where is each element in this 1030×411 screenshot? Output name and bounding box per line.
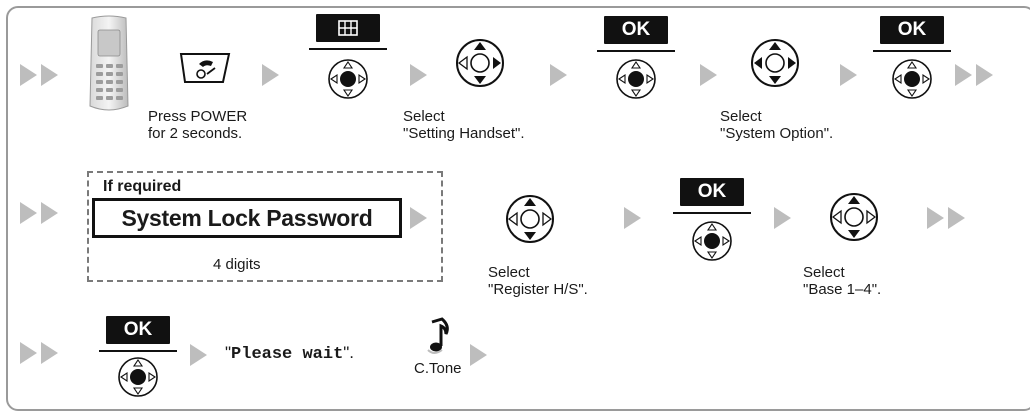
navigator-updown-icon xyxy=(751,39,799,87)
navigator-updown-icon xyxy=(506,195,554,243)
navigator-center-icon xyxy=(692,221,732,261)
please-wait-message: "Please wait". xyxy=(225,343,355,364)
continue-arrows xyxy=(20,64,64,86)
handset-icon xyxy=(89,15,129,111)
confirmation-tone-label: C.Tone xyxy=(414,360,462,377)
power-instruction: Press POWER for 2 seconds. xyxy=(148,108,248,142)
system-lock-password-box: System Lock Password xyxy=(92,198,402,238)
music-note-icon xyxy=(427,317,449,354)
select-register-hs: Select "Register H/S". xyxy=(488,264,588,298)
navigator-center-icon xyxy=(616,59,656,99)
ok-key: OK xyxy=(680,178,744,206)
continue-arrows xyxy=(955,64,999,86)
step-arrow xyxy=(624,207,641,229)
navigator-updown-icon xyxy=(830,193,878,241)
if-required-label: If required xyxy=(103,178,182,195)
step-arrow xyxy=(774,207,791,229)
step-arrow xyxy=(190,344,207,366)
select-setting-handset: Select "Setting Handset". xyxy=(403,108,525,142)
menu-key xyxy=(316,14,380,42)
step-arrow xyxy=(410,64,427,86)
if-required-box xyxy=(87,171,443,282)
navigator-center-icon xyxy=(892,59,932,99)
step-arrow xyxy=(470,344,487,366)
continue-arrows xyxy=(20,202,64,224)
ok-key: OK xyxy=(106,316,170,344)
continue-arrows xyxy=(927,207,971,229)
select-system-option: Select "System Option". xyxy=(720,108,834,142)
menu-grid-icon xyxy=(338,20,358,36)
step-arrow xyxy=(840,64,857,86)
power-key-icon xyxy=(179,53,231,83)
ok-key: OK xyxy=(880,16,944,44)
step-arrow xyxy=(700,64,717,86)
digits-label: 4 digits xyxy=(213,256,261,273)
continue-arrows xyxy=(20,342,64,364)
navigator-center-icon xyxy=(118,357,158,397)
navigator-center-icon xyxy=(328,59,368,99)
select-base: Select "Base 1–4". xyxy=(803,264,882,298)
step-arrow xyxy=(410,207,427,229)
step-arrow xyxy=(262,64,279,86)
ok-key: OK xyxy=(604,16,668,44)
navigator-updown-icon xyxy=(456,39,504,87)
step-arrow xyxy=(550,64,567,86)
